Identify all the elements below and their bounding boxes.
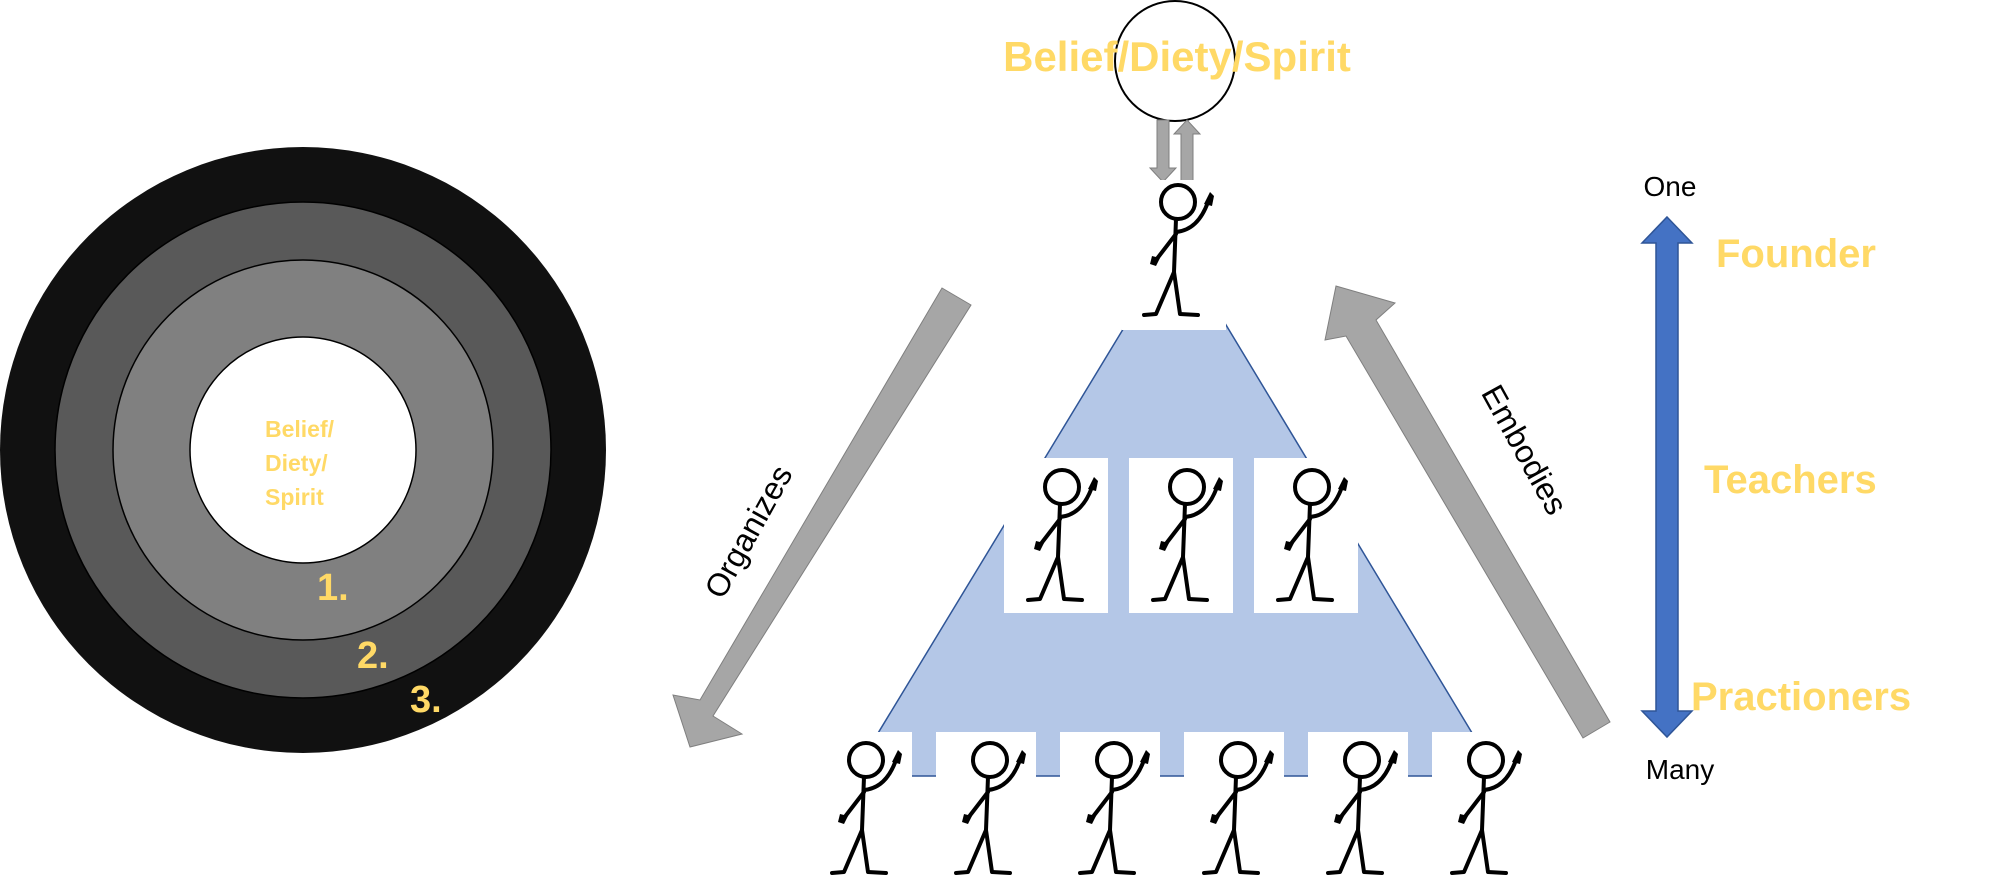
teacher-figures xyxy=(1004,458,1358,613)
core-label-line-2: Diety/ xyxy=(265,450,328,476)
up-arrow-small xyxy=(1172,119,1202,183)
core-label-line-1: Belief/ xyxy=(265,416,335,442)
practitioner-figures xyxy=(812,732,1532,881)
belief-node: Belief/Diety/Spirit xyxy=(1003,0,1351,183)
level-teachers: Teachers xyxy=(1704,458,1877,502)
double-arrow-shape xyxy=(1640,215,1694,739)
organizes-arrow-shape xyxy=(672,287,972,748)
scale-bottom-label: Many xyxy=(1646,754,1714,785)
core-label-line-3: Spirit xyxy=(265,484,324,510)
ring-core xyxy=(189,336,417,564)
level-founder: Founder xyxy=(1716,232,1876,276)
hierarchy-scale: One Many Founder Teachers Practioners xyxy=(1640,171,1911,785)
ring-number-2: 2. xyxy=(357,635,389,677)
embodies-arrow-shape xyxy=(1324,285,1611,739)
concentric-rings: Belief/ Diety/ Spirit 1. 2. 3. xyxy=(0,147,606,753)
embodies-label: Embodies xyxy=(1474,379,1574,521)
down-arrow-small xyxy=(1148,119,1178,183)
ring-number-1: 1. xyxy=(317,567,349,609)
scale-top-label: One xyxy=(1644,171,1697,202)
founder-figure xyxy=(1122,180,1226,330)
level-practioners: Practioners xyxy=(1691,675,1911,719)
belief-circle xyxy=(1114,0,1236,122)
belief-label: Belief/Diety/Spirit xyxy=(1003,33,1351,80)
ring-number-3: 3. xyxy=(410,679,442,721)
